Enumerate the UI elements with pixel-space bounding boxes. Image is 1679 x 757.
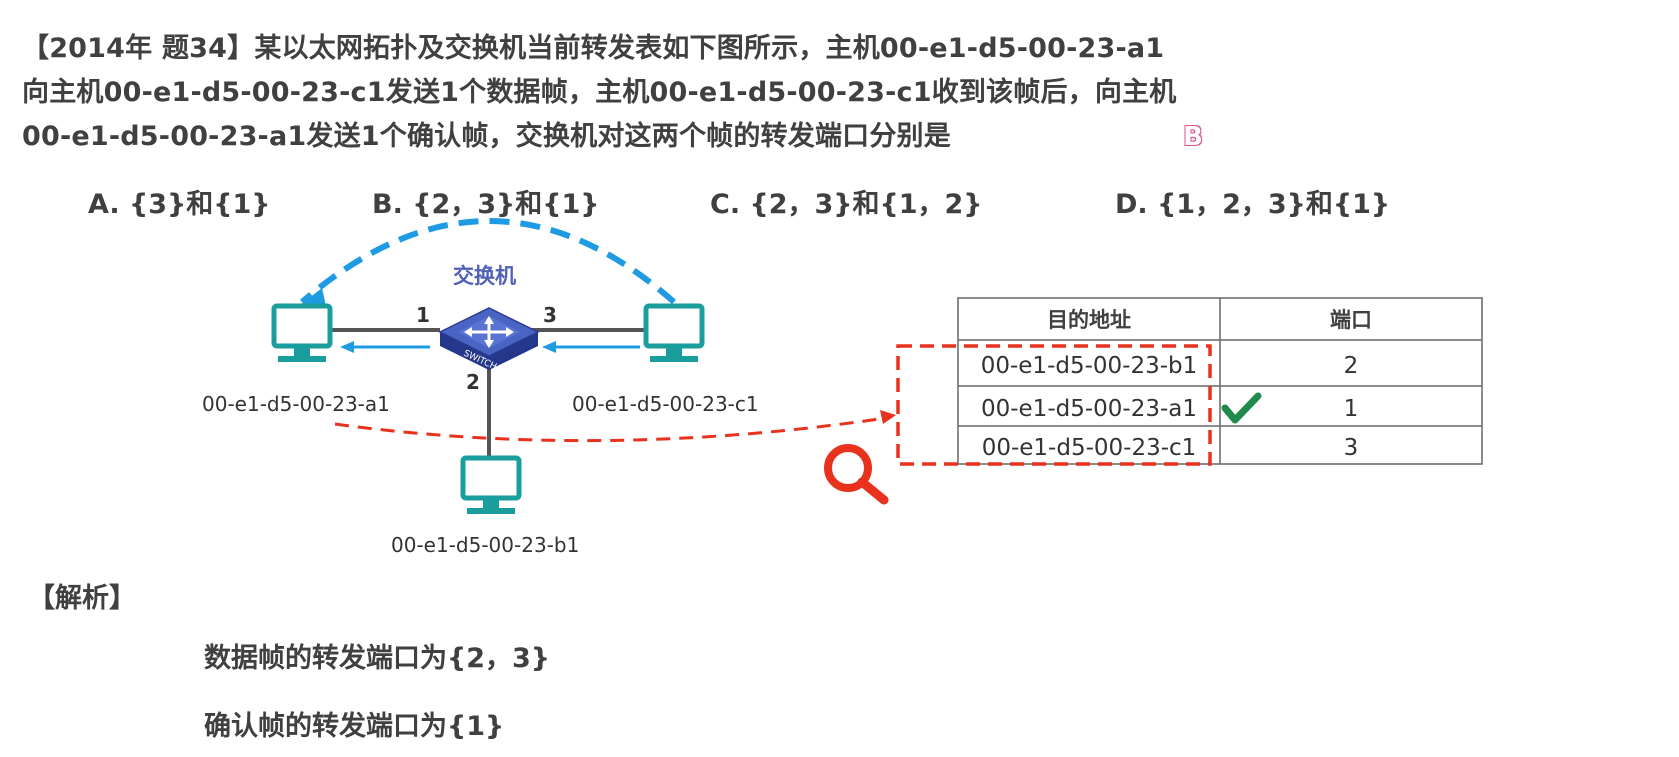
port-label-1: 1 [416, 303, 430, 327]
table-header-port: 端口 [1330, 308, 1372, 332]
magnifier-icon [824, 444, 889, 505]
host-a1-monitor-icon [271, 303, 333, 362]
table-row-2-port: 1 [1344, 396, 1359, 422]
table-row-2-address: 00-e1-d5-00-23-a1 [981, 396, 1197, 422]
question-line-2: 向主机00-e1-d5-00-23-c1发送1个数据帧，主机00-e1-d5-0… [22, 77, 1177, 108]
port-label-2: 2 [466, 370, 480, 394]
answer-badge: B [1183, 122, 1203, 152]
host-b1-monitor-icon [460, 455, 522, 514]
analysis-heading: 【解析】 [28, 583, 136, 614]
red-curve-arrowhead [880, 410, 896, 424]
table-row-1-port: 2 [1344, 353, 1359, 379]
analysis-line-2: 确认帧的转发端口为{1} [204, 711, 505, 742]
switch-icon: SWITCH [438, 307, 540, 373]
option-d: D. {1，2，3}和{1} [1115, 189, 1391, 220]
forwarding-table: 目的地址 端口 00-e1-d5-00-23-b1 2 00-e1-d5-00-… [957, 297, 1483, 465]
check-icon [1221, 392, 1262, 424]
host-a1-mac: 00-e1-d5-00-23-a1 [202, 392, 390, 416]
table-row-3-port: 3 [1344, 435, 1359, 461]
question-line-1: 【2014年 题34】某以太网拓扑及交换机当前转发表如下图所示，主机00-e1-… [22, 33, 1165, 64]
host-c1-mac: 00-e1-d5-00-23-c1 [572, 392, 759, 416]
host-c1-monitor-icon [643, 303, 705, 362]
option-a: A. {3}和{1} [88, 189, 271, 220]
table-row-3-address: 00-e1-d5-00-23-c1 [982, 435, 1197, 461]
analysis-line-1: 数据帧的转发端口为{2，3} [204, 643, 551, 674]
table-header-address: 目的地址 [1047, 308, 1131, 332]
port-label-3: 3 [543, 303, 557, 327]
host-b1-mac: 00-e1-d5-00-23-b1 [391, 533, 579, 557]
table-row-1-address: 00-e1-d5-00-23-b1 [981, 353, 1198, 379]
red-dashed-curve [334, 416, 887, 443]
highlight-box [896, 344, 1212, 466]
option-c: C. {2，3}和{1，2} [710, 189, 983, 220]
blue-dashed-arc [300, 218, 676, 305]
question-line-3: 00-e1-d5-00-23-a1发送1个确认帧，交换机对这两个帧的转发端口分别… [22, 121, 951, 152]
blue-arc-arrowhead [296, 288, 326, 308]
switch-label: 交换机 [453, 264, 516, 288]
option-b: B. {2，3}和{1} [372, 189, 600, 220]
